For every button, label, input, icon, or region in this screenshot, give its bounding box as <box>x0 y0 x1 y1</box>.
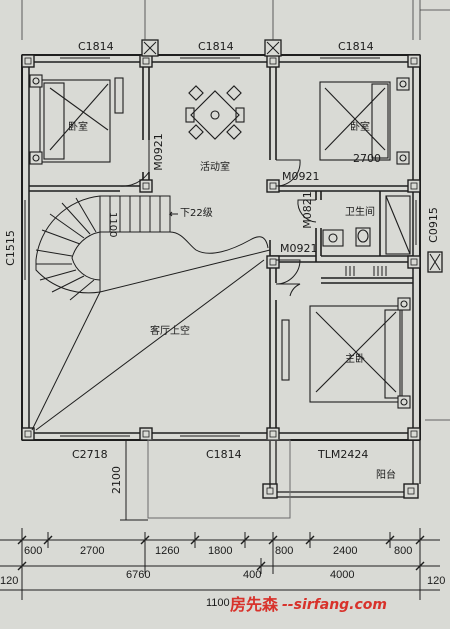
bed-right <box>319 77 410 165</box>
window-label-left: C1515 <box>4 230 17 266</box>
room-label-bathroom: 卫生间 <box>345 205 375 218</box>
watermark-site: --sirfang.com <box>282 597 387 613</box>
dim-balcony-depth: 2100 <box>110 466 123 494</box>
staircase <box>35 195 269 301</box>
window-label-top-left: C1814 <box>78 40 114 53</box>
room-label-living-void: 客厅上空 <box>150 324 190 337</box>
window-label-top-right: C1814 <box>338 40 374 53</box>
dim-row2-1: 400 <box>243 569 261 581</box>
dim-row1-1: 2700 <box>80 545 104 557</box>
dim-row1-4: 800 <box>275 545 293 557</box>
void-marks <box>31 249 271 431</box>
door-label-bath: M0821 <box>301 191 314 229</box>
window-marks <box>24 57 417 437</box>
balcony-depth-dim <box>120 440 148 521</box>
room-label-activity: 活动室 <box>200 160 230 173</box>
closet-rails <box>345 266 387 276</box>
door-swings <box>119 140 317 297</box>
room-label-master-bedroom: 主卧 <box>345 352 365 365</box>
dim-row2-0: 6760 <box>126 569 150 581</box>
dim-row1-2: 1260 <box>155 545 179 557</box>
bed-left <box>29 74 124 165</box>
stair-down-label: 下22级 <box>180 207 213 219</box>
window-label-bottom-left: C2718 <box>72 448 108 461</box>
outer-walls <box>21 54 421 441</box>
dining-set <box>185 85 245 140</box>
room-label-bedroom-left: 卧室 <box>68 120 88 133</box>
entry-steps <box>147 439 291 519</box>
window-label-top-mid: C1814 <box>198 40 234 53</box>
door-label-bedroom-left: M0921 <box>152 133 165 171</box>
axis-lines <box>21 0 450 421</box>
bath-fixtures <box>322 195 411 255</box>
door-label-master: M0921 <box>280 242 318 255</box>
dim-row2-2: 4000 <box>330 569 354 581</box>
dimension-lines <box>0 528 440 600</box>
room-label-balcony: 阳台 <box>376 468 396 481</box>
dim-bedroom-right-width: 2700 <box>353 152 381 165</box>
stair-width: 1100 <box>107 212 118 237</box>
window-label-bottom-mid: C1814 <box>206 448 242 461</box>
door-label-bedroom-right: M0921 <box>282 170 320 183</box>
dim-row1-0: 600 <box>24 545 42 557</box>
dim-total: 1100 <box>206 597 230 609</box>
bed-master <box>281 297 411 409</box>
watermark-brand: 房先森 <box>230 595 279 614</box>
balcony <box>269 440 421 498</box>
dim-row1-6: 800 <box>394 545 412 557</box>
window-label-right: C0915 <box>427 207 440 243</box>
dim-row1-3: 1800 <box>208 545 232 557</box>
dim-ticks <box>17 535 425 571</box>
inner-walls <box>29 62 413 433</box>
dim-row2-edge-left: 120 <box>0 575 18 587</box>
dim-row1-5: 2400 <box>333 545 357 557</box>
window-label-bottom-right: TLM2424 <box>317 448 368 461</box>
room-label-bedroom-right: 卧室 <box>350 120 370 133</box>
dim-row2-edge-right: 120 <box>427 575 445 587</box>
